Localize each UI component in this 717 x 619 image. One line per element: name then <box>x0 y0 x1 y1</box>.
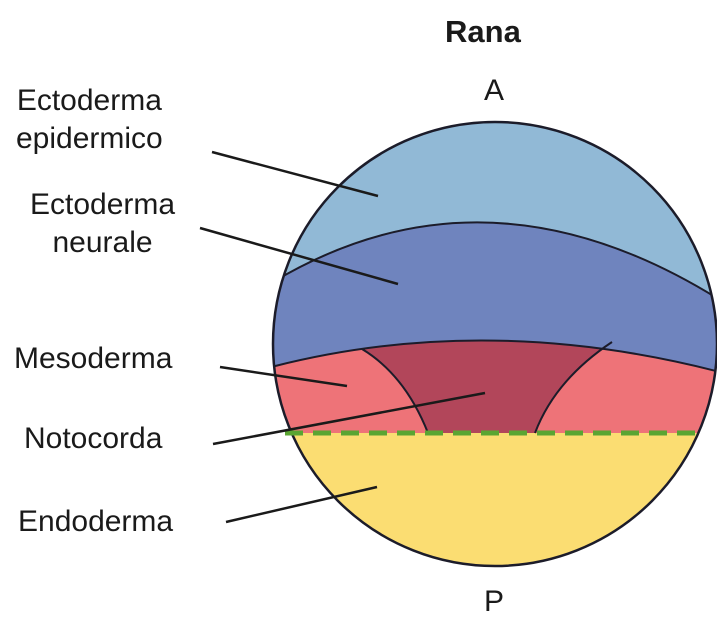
label-ectoderm-epidermal: Ectoderma epidermico <box>16 82 163 158</box>
label-endoderm: Endoderma <box>18 503 173 541</box>
anterior-label: A <box>484 74 504 108</box>
label-ectoderm-neural-line1: Ectoderma <box>30 186 175 224</box>
label-notochord: Notocorda <box>24 420 162 458</box>
label-mesoderm: Mesoderma <box>14 340 172 378</box>
diagram-title: Rana <box>445 14 521 50</box>
label-ectoderm-neural-line2: neurale <box>30 224 175 262</box>
posterior-label: P <box>484 585 504 619</box>
label-ectoderm-epidermal-line2: epidermico <box>16 120 163 158</box>
label-ectoderm-epidermal-line1: Ectoderma <box>16 82 163 120</box>
label-ectoderm-neural: Ectoderma neurale <box>30 186 175 262</box>
